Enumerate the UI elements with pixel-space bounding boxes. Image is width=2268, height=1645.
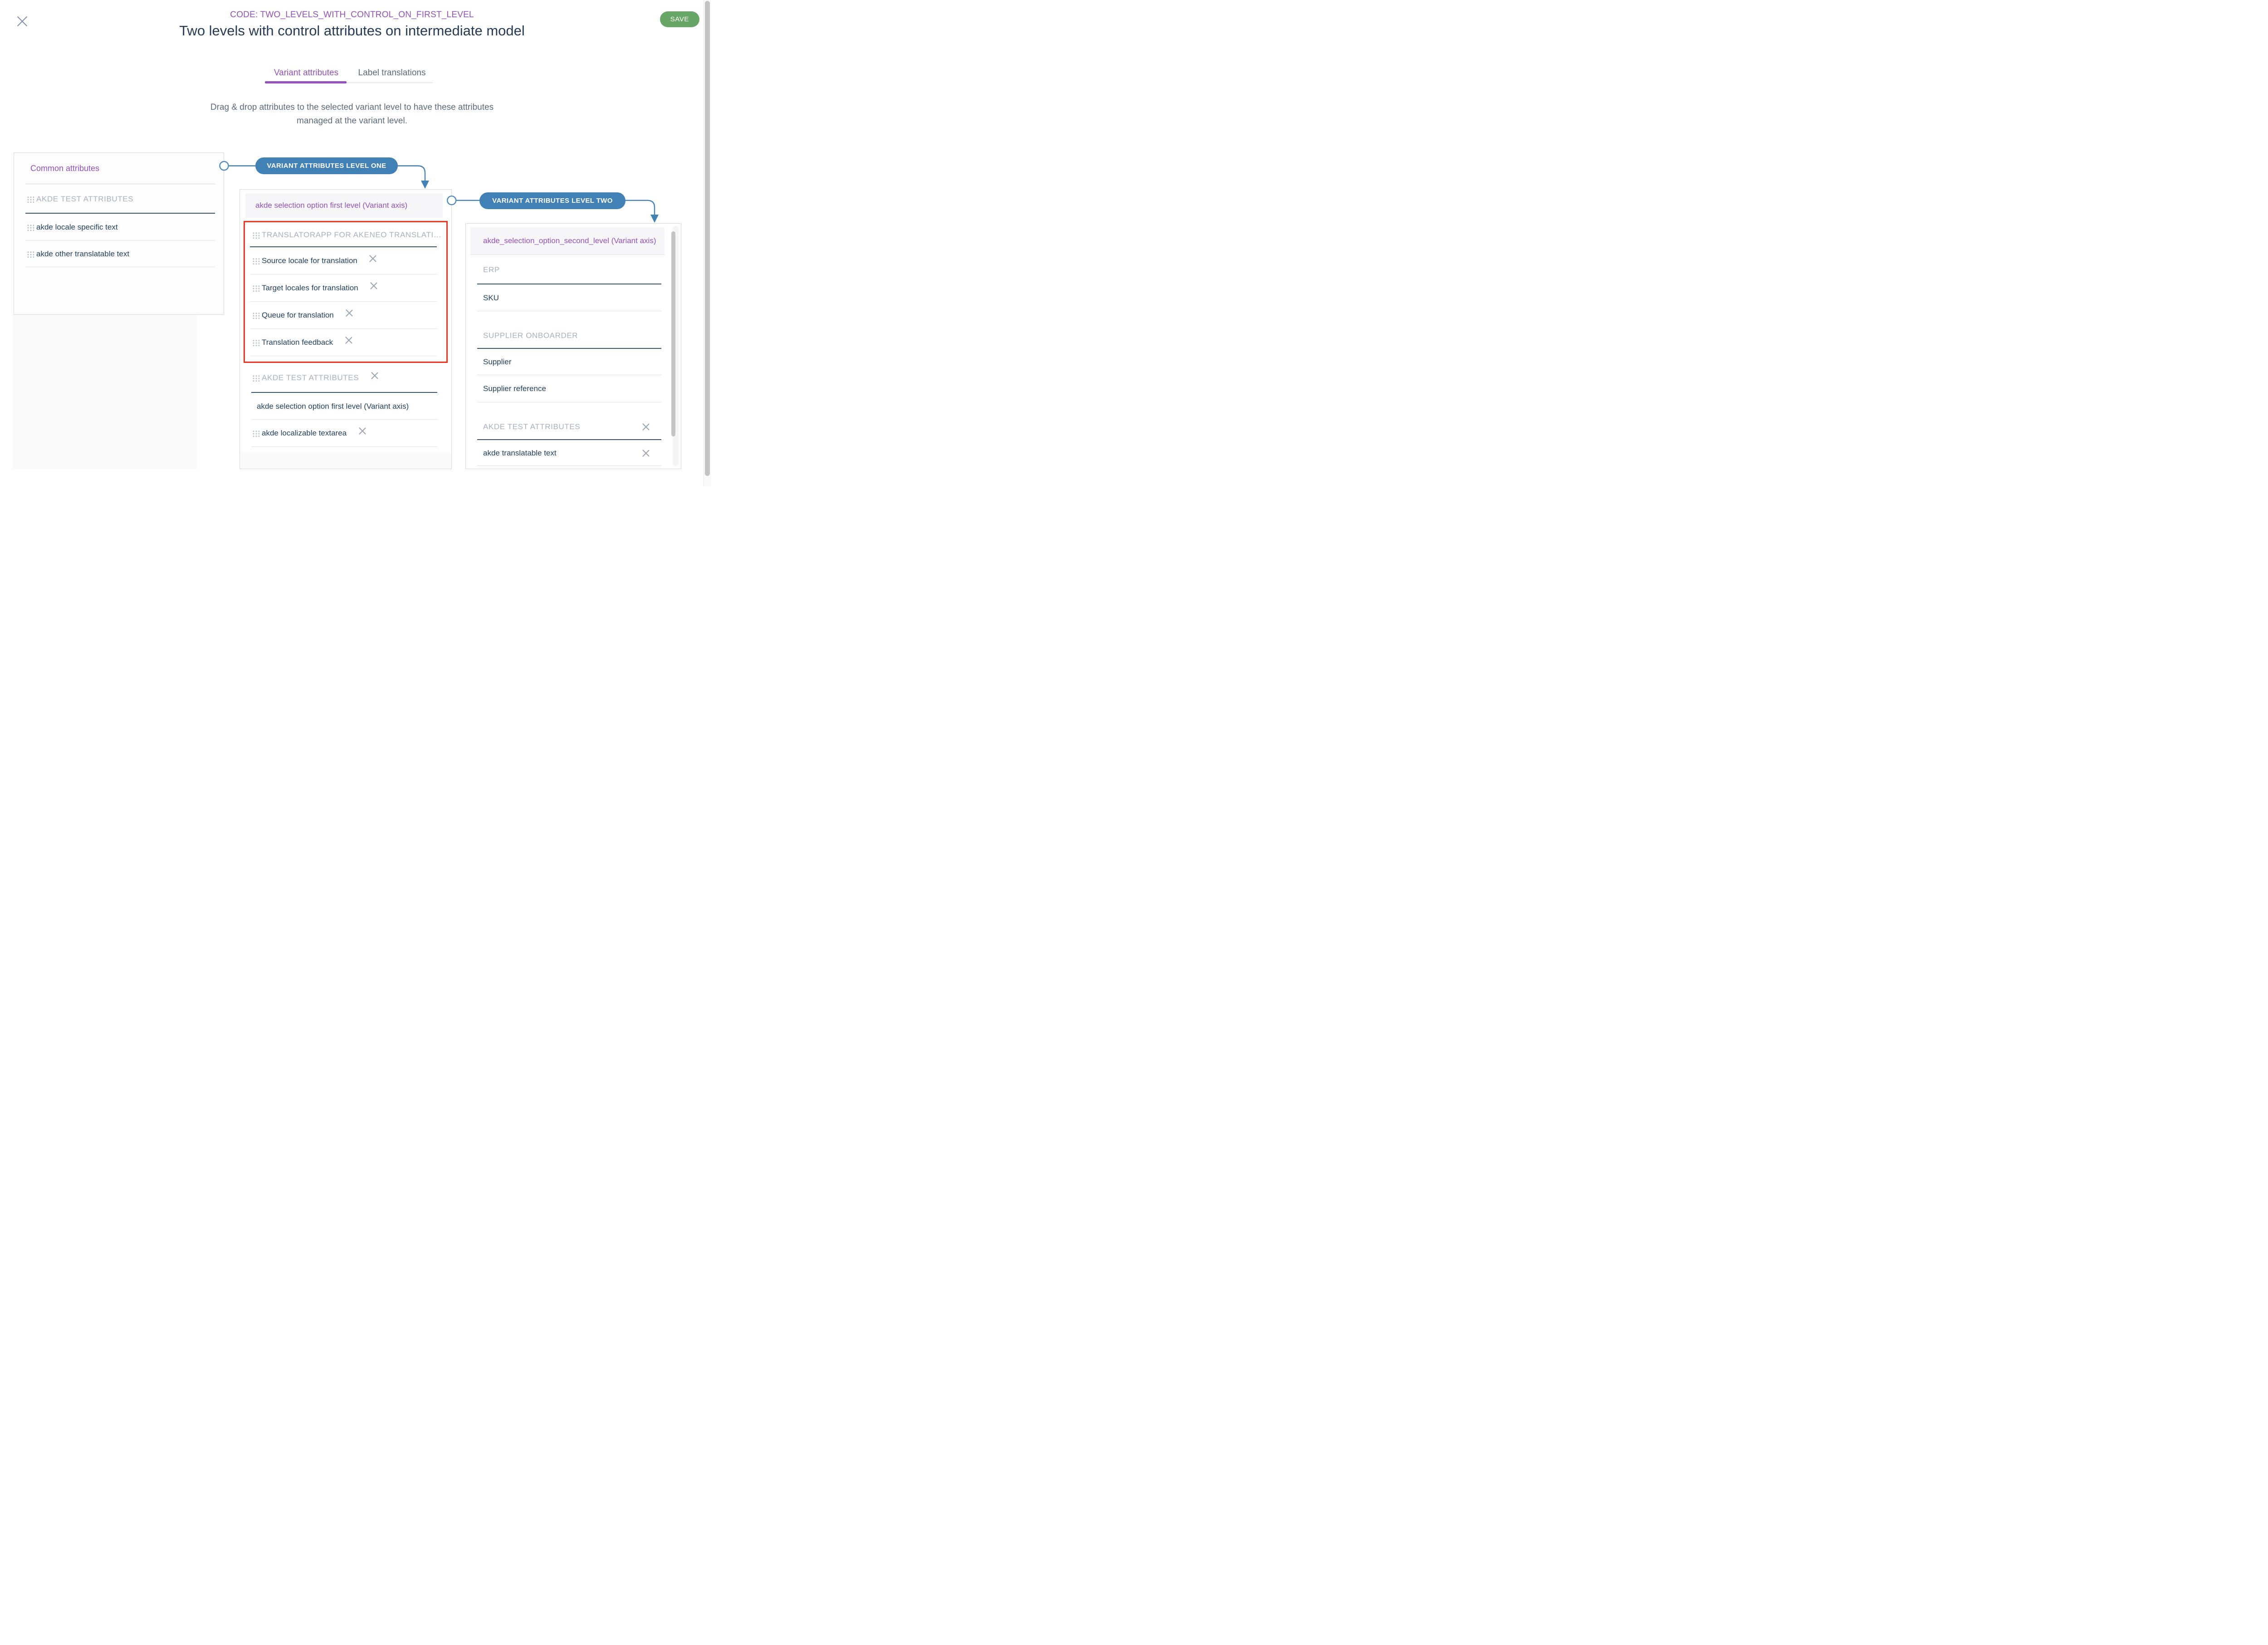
connector-curve [398,165,426,181]
attribute-group-row[interactable]: AKDE TEST ATTRIBUTES [240,363,451,393]
attribute-row[interactable]: Source locale for translation [245,247,446,274]
level-one-axis-label: akde selection option first level (Varia… [255,201,408,210]
family-variant-editor: CODE: TWO_LEVELS_WITH_CONTROL_ON_FIRST_L… [0,0,711,486]
remove-group-icon[interactable] [371,372,378,379]
instructions-line-2: managed at the variant level. [297,116,407,126]
drag-handle-icon[interactable] [252,284,259,292]
attribute-row[interactable]: Target locales for translation [245,274,446,302]
remove-attribute-icon[interactable] [370,282,377,289]
remove-attribute-icon[interactable] [345,337,352,344]
panel-scrollbar-track[interactable] [671,226,679,466]
attribute-group-row: SUPPLIER ONBOARDER [466,311,681,349]
connector-curve [626,200,655,215]
attribute-label: akde translatable text [483,448,557,457]
attribute-group-row[interactable]: TRANSLATORAPP FOR AKENEO TRANSLATI… [245,222,446,247]
attribute-row: Supplier reference [466,375,681,402]
drag-handle-icon[interactable] [252,374,259,382]
attribute-label: Supplier reference [483,384,546,393]
drag-handle-icon[interactable] [252,231,259,239]
attribute-label: Source locale for translation [262,256,357,265]
axis-attribute-row: akde selection option first level (Varia… [240,393,451,420]
attribute-group-label: AKDE TEST ATTRIBUTES [36,194,134,203]
instructions-text: Drag & drop attributes to the selected v… [0,101,704,128]
level-two-axis-header: akde_selection_option_second_level (Vari… [470,227,665,255]
attribute-label: akde other translatable text [36,249,130,258]
drag-handle-icon[interactable] [26,223,34,231]
drag-handle-icon[interactable] [252,339,259,346]
connector-arrow-icon [421,181,429,189]
level-two-axis-label: akde_selection_option_second_level (Vari… [483,236,656,245]
attribute-label: Translation feedback [262,338,333,347]
common-attributes-panel: Common attributes AKDE TEST ATTRIBUTES a… [14,152,224,315]
panel-scrollbar-thumb[interactable] [671,231,675,436]
highlight-red-box: TRANSLATORAPP FOR AKENEO TRANSLATI… Sour… [244,221,448,363]
attribute-label: SKU [483,293,499,302]
level-one-axis-header: akde selection option first level (Varia… [245,193,443,218]
attribute-row[interactable]: akde localizable textarea [240,420,451,447]
attribute-group-row[interactable]: AKDE TEST ATTRIBUTES [466,402,681,440]
attribute-label: akde selection option first level (Varia… [257,401,409,411]
remove-attribute-icon[interactable] [369,255,376,262]
attribute-label: akde localizable textarea [262,429,347,437]
attribute-group-row[interactable]: AKDE TEST ATTRIBUTES [14,184,224,214]
attribute-group-label: ERP [483,265,500,274]
level-one-rows: AKDE TEST ATTRIBUTES akde selection opti… [240,363,451,447]
drag-handle-icon[interactable] [252,312,259,319]
attribute-row[interactable]: Queue for translation [245,302,446,329]
remove-attribute-icon[interactable] [642,450,649,457]
connector-arrow-icon [650,215,659,223]
attribute-row[interactable]: akde other translatable text [14,240,224,267]
common-attributes-title: Common attributes [30,164,100,173]
remove-group-icon[interactable] [642,423,649,431]
attribute-label: Queue for translation [262,311,334,319]
attribute-group-row: ERP [466,255,681,284]
panel-footer [240,452,451,469]
attribute-row: Supplier [466,349,681,375]
save-button[interactable]: SAVE [660,11,699,27]
variant-code-label: CODE: TWO_LEVELS_WITH_CONTROL_ON_FIRST_L… [230,10,474,20]
attribute-label: Supplier [483,357,512,366]
page-title: Two levels with control attributes on in… [179,23,525,39]
variant-level-one-panel: akde selection option first level (Varia… [240,189,452,469]
common-attributes-dropzone [13,315,197,469]
tab-label-translations[interactable]: Label translations [358,68,426,78]
attribute-row[interactable]: akde translatable text [466,440,681,466]
attribute-group-label: AKDE TEST ATTRIBUTES [262,373,359,382]
tab-active-indicator [265,81,347,83]
remove-attribute-icon[interactable] [346,309,353,317]
page-scrollbar-thumb[interactable] [705,1,710,476]
drag-handle-icon[interactable] [252,430,259,437]
level-two-badge: VARIANT ATTRIBUTES LEVEL TWO [479,192,626,209]
page-scrollbar-track[interactable] [704,0,711,486]
attribute-group-label: TRANSLATORAPP FOR AKENEO TRANSLATI… [262,230,442,239]
variant-level-two-panel: akde_selection_option_second_level (Vari… [465,223,681,469]
attribute-label: Target locales for translation [262,284,358,292]
drag-handle-icon[interactable] [26,195,34,203]
drag-handle-icon[interactable] [252,257,259,264]
instructions-line-1: Drag & drop attributes to the selected v… [210,103,494,112]
drag-handle-icon[interactable] [26,250,34,258]
attribute-row[interactable]: Translation feedback [245,329,446,356]
attribute-group-label: AKDE TEST ATTRIBUTES [483,422,581,431]
attribute-row: SKU [466,284,681,311]
tab-variant-attributes[interactable]: Variant attributes [274,68,339,78]
level-one-badge: VARIANT ATTRIBUTES LEVEL ONE [255,157,398,174]
attribute-group-label: SUPPLIER ONBOARDER [483,331,578,340]
remove-attribute-icon[interactable] [358,427,366,435]
attribute-row[interactable]: akde locale specific text [14,214,224,240]
common-attributes-header: Common attributes [14,153,224,184]
attribute-label: akde locale specific text [36,222,118,231]
